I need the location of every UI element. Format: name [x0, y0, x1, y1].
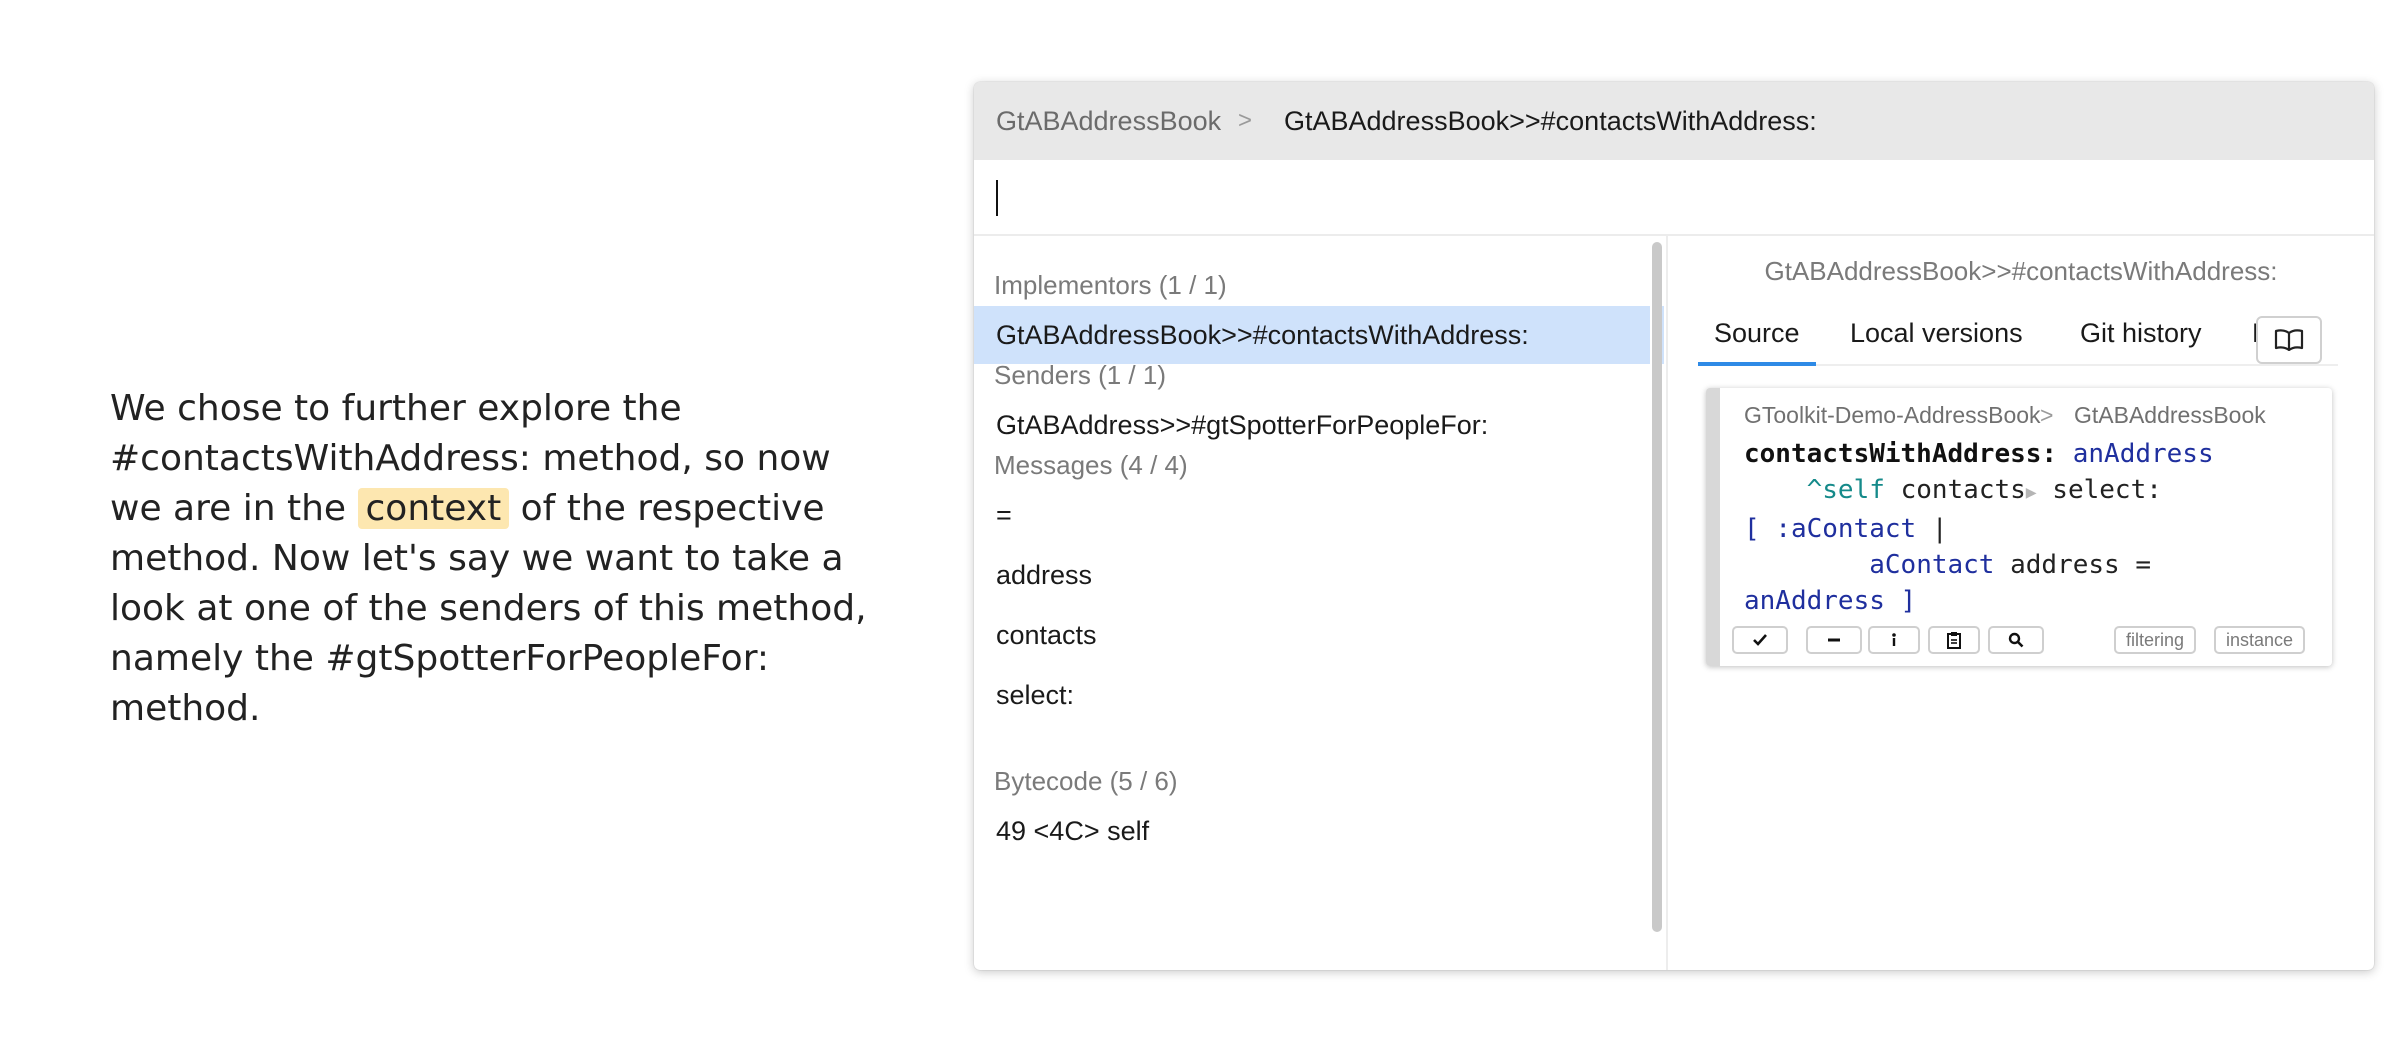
clipboard-button[interactable]	[1928, 626, 1980, 654]
narrative-text: We chose to further explore the #contact…	[110, 384, 870, 734]
code-receiver: contacts	[1900, 475, 2026, 505]
code-op: =	[2135, 550, 2152, 580]
accept-button[interactable]	[1732, 626, 1788, 654]
breadcrumb-separator: >	[1238, 107, 1253, 134]
section-title-messages: Messages (4 / 4)	[994, 450, 1188, 480]
preview-tabs: Source Local versions Git history E	[1698, 308, 2338, 366]
code-self: self	[1822, 475, 1885, 505]
section-title-implementors: Implementors (1 / 1)	[994, 270, 1227, 300]
narrative-highlight: context	[357, 488, 510, 529]
code-block-open: [	[1744, 514, 1760, 544]
search-row	[974, 160, 2374, 236]
accept-icon	[1753, 634, 1767, 646]
card-left-bar	[1706, 388, 1720, 666]
results-list: Implementors (1 / 1) GtABAddressBook>>#c…	[974, 236, 1664, 970]
inspect-icon	[1892, 633, 1896, 646]
code-selector: contactsWithAddress:	[1744, 439, 2058, 469]
clipboard-icon	[1947, 632, 1961, 649]
code-accessor: address	[2010, 550, 2120, 580]
code-block-arg: :aContact	[1775, 514, 1917, 544]
remove-button[interactable]	[1806, 626, 1862, 654]
tab-local-versions[interactable]: Local versions	[1850, 318, 2023, 348]
result-item-sender[interactable]: GtABAddress>>#gtSpotterForPeopleFor:	[996, 410, 1489, 440]
breadcrumb-root[interactable]: GtABAddressBook	[996, 106, 1222, 136]
text-caret	[996, 180, 998, 216]
card-separator: >	[2040, 402, 2054, 428]
code-bar: |	[1931, 514, 1948, 544]
result-item-message[interactable]: address	[996, 560, 1093, 590]
remove-icon	[1828, 638, 1840, 642]
result-item-message[interactable]: contacts	[996, 620, 1097, 650]
code-compare-arg: anAddress	[1744, 586, 1885, 616]
breadcrumb: GtABAddressBook > GtABAddressBook>>#cont…	[974, 82, 2374, 160]
code-message: select:	[2052, 475, 2162, 505]
tab-source[interactable]: Source	[1698, 308, 1816, 366]
result-item-message[interactable]: select:	[996, 680, 1075, 710]
tag-filtering[interactable]: filtering	[2114, 626, 2197, 654]
code-argument: anAddress	[2072, 439, 2214, 469]
pane-divider[interactable]	[1666, 236, 1668, 970]
code-block-var: aContact	[1869, 550, 1995, 580]
tab-git-history[interactable]: Git history	[2080, 318, 2202, 348]
card-class[interactable]: GtABAddressBook	[2074, 402, 2266, 428]
code-caret: ^	[1806, 475, 1823, 505]
narrative-before: We chose to further explore the #contact…	[110, 388, 831, 529]
inspect-button[interactable]	[1868, 626, 1920, 654]
search-input[interactable]	[996, 174, 2340, 220]
result-item-message[interactable]: =	[996, 500, 1012, 530]
expand-triangle-icon[interactable]: ▶	[2025, 482, 2037, 503]
card-package[interactable]: GToolkit-Demo-AddressBook	[1744, 402, 2041, 428]
search-icon	[2008, 632, 2024, 648]
result-item-bytecode[interactable]: 49 <4C> self	[996, 816, 1150, 846]
section-title-senders: Senders (1 / 1)	[994, 360, 1166, 390]
book-open-icon	[2274, 329, 2304, 351]
book-button[interactable]	[2256, 316, 2322, 364]
spotter-window: GtABAddressBook > GtABAddressBook>>#cont…	[974, 82, 2374, 970]
section-title-bytecode: Bytecode (5 / 6)	[994, 766, 1178, 796]
preview-title: GtABAddressBook>>#contactsWithAddress:	[1764, 256, 2278, 286]
results-scrollbar-thumb[interactable]	[1652, 242, 1662, 932]
narrative-after: of the respective method. Now let's say …	[110, 488, 867, 729]
tag-instance[interactable]: instance	[2214, 626, 2306, 654]
code-block-close: ]	[1900, 586, 1917, 616]
breadcrumb-current[interactable]: GtABAddressBook>>#contactsWithAddress:	[1284, 106, 1817, 136]
source-code-editor[interactable]: contactsWithAddress: anAddress ^self con…	[1744, 436, 2214, 619]
preview-pane: GtABAddressBook>>#contactsWithAddress: S…	[1668, 236, 2374, 970]
method-source-card: GToolkit-Demo-AddressBook > GtABAddressB…	[1706, 388, 2332, 666]
search-button[interactable]	[1988, 626, 2044, 654]
result-item-implementor[interactable]: GtABAddressBook>>#contactsWithAddress:	[974, 306, 1664, 364]
